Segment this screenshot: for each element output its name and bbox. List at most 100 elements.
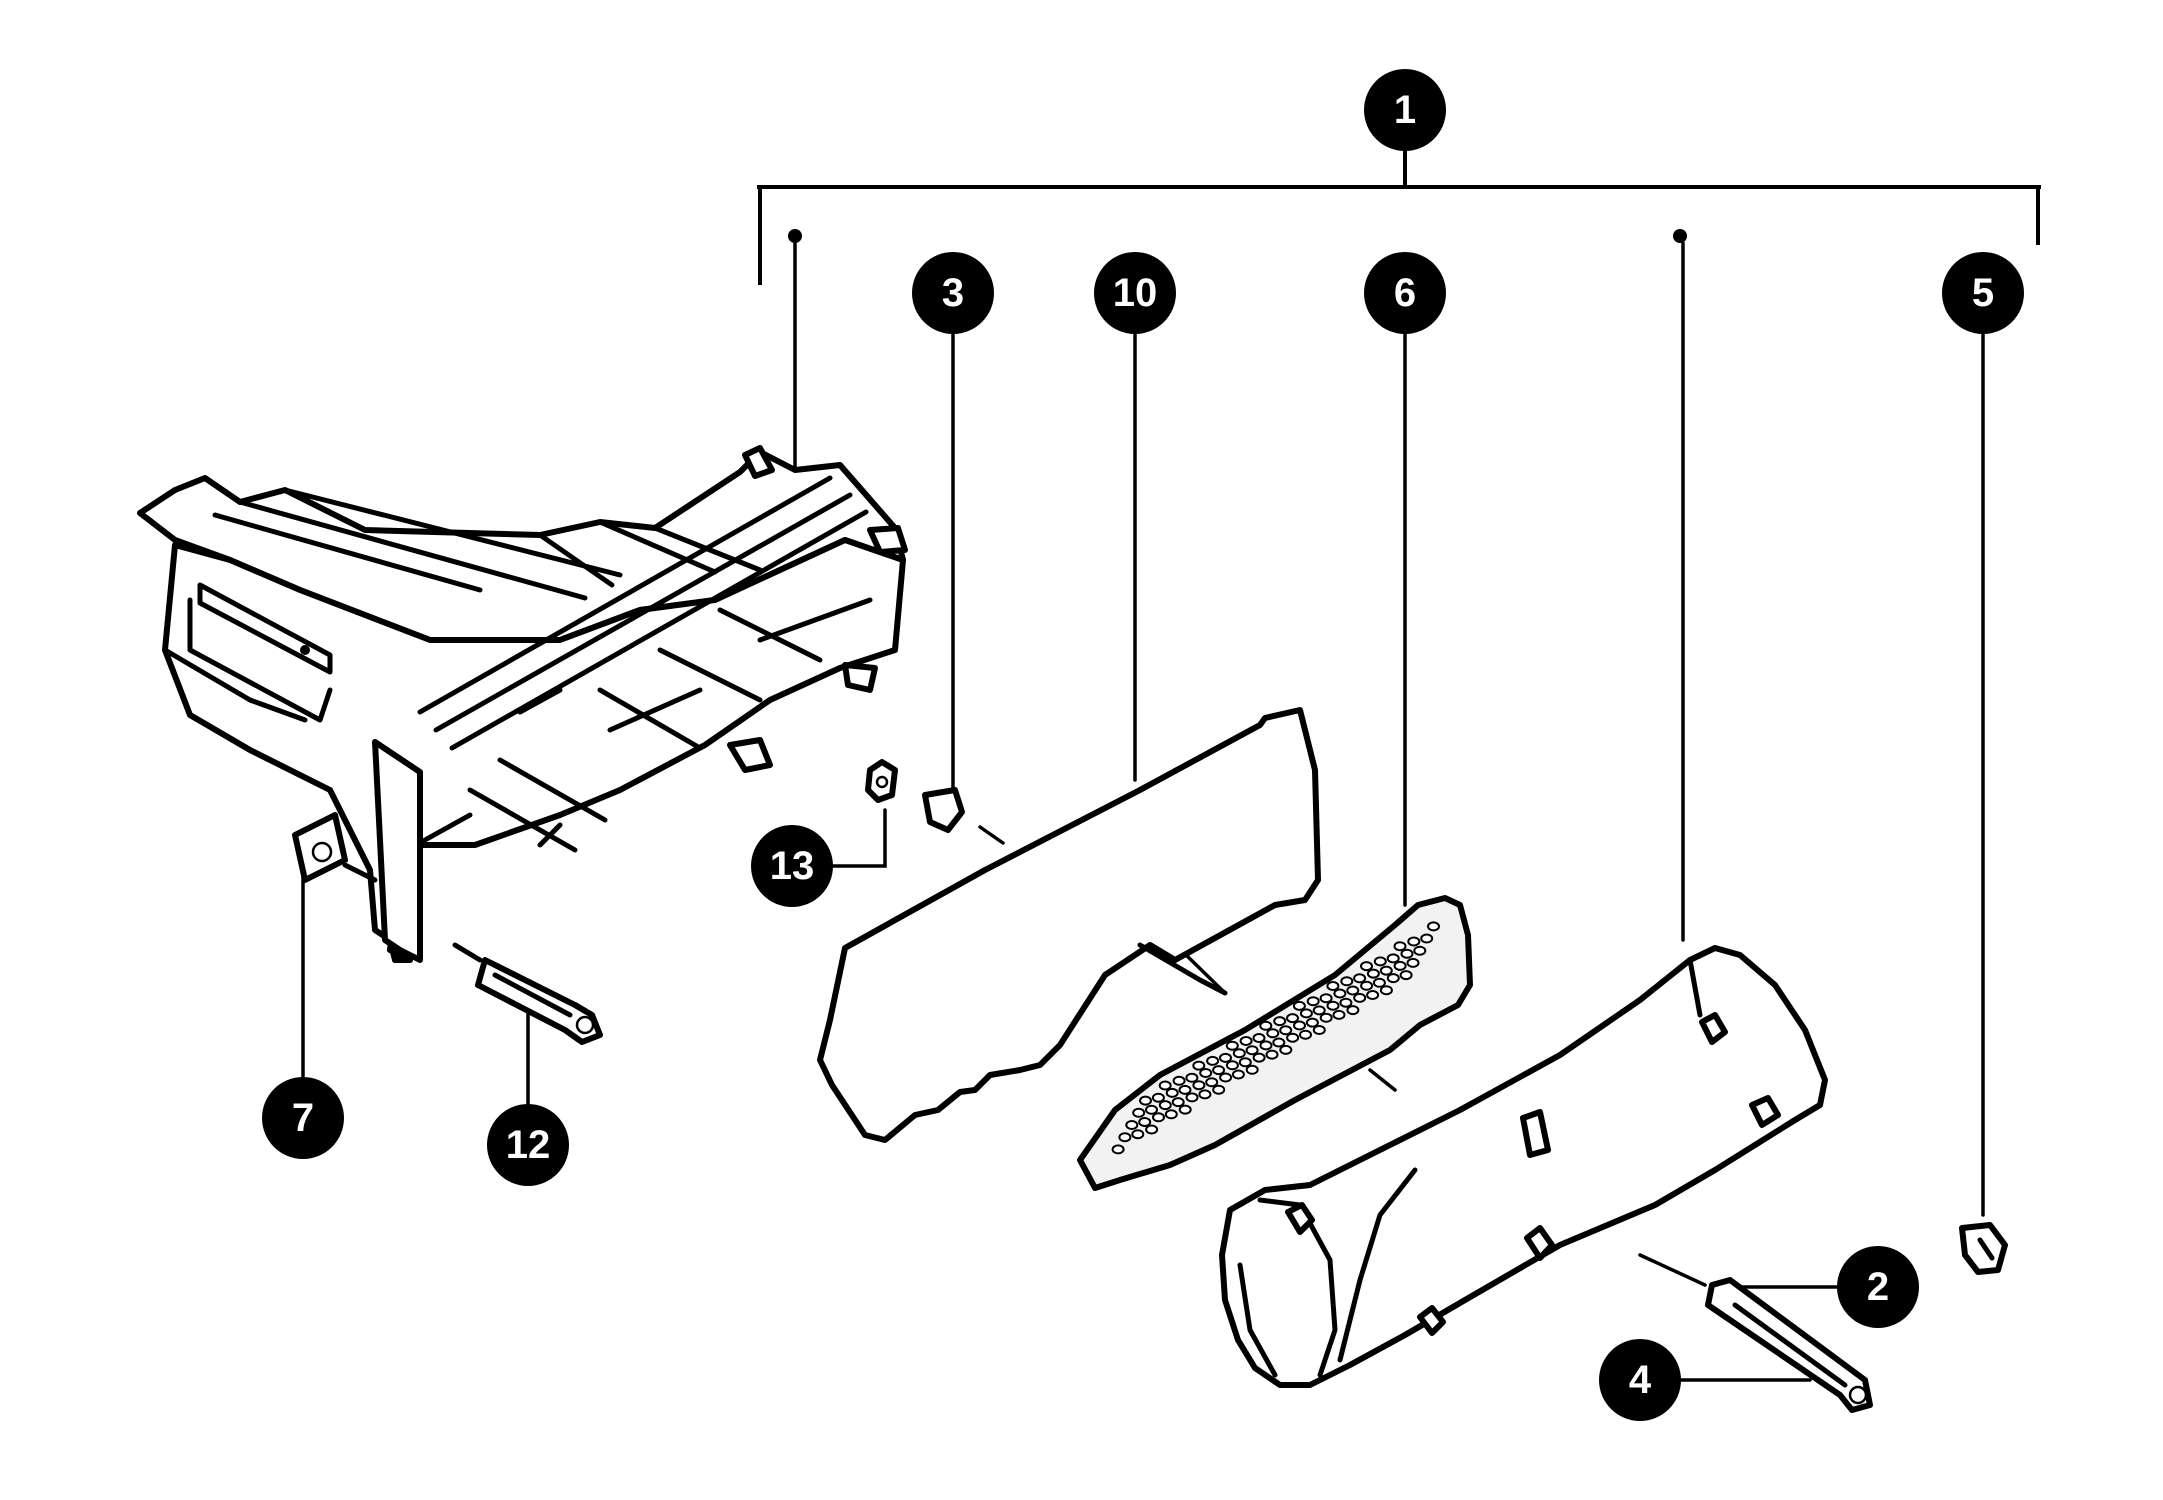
mesh-hole [1353, 992, 1367, 1003]
mesh-hole [1279, 1025, 1293, 1036]
mesh-hole [1158, 1080, 1172, 1091]
mesh-hole [1292, 1000, 1306, 1011]
part-6-mesh-filter [1077, 895, 1473, 1191]
mesh-hole [1413, 945, 1427, 956]
mesh-hole [1145, 1104, 1158, 1115]
callout-1-label: 1 [1394, 88, 1416, 132]
mesh-hole [1178, 1104, 1192, 1115]
mesh-hole [1340, 976, 1354, 987]
mesh-hole [1266, 1028, 1280, 1039]
callout-10-label: 10 [1113, 271, 1158, 315]
mesh-hole [1293, 1020, 1306, 1031]
mesh-hole [1151, 1092, 1165, 1103]
mesh-hole [1286, 1013, 1299, 1024]
mesh-hole [1252, 1052, 1266, 1063]
mesh-hole [1239, 1036, 1253, 1046]
mesh-hole [1225, 1040, 1239, 1051]
mesh-hole [1192, 1080, 1206, 1091]
mesh-hole [1339, 997, 1353, 1008]
mesh-hole [1306, 996, 1320, 1007]
callout-13: 13 [751, 825, 833, 907]
mesh-hole [1393, 941, 1407, 952]
mesh-hole [1205, 1077, 1219, 1088]
mesh-hole [1373, 956, 1387, 967]
callout-10: 10 [1094, 252, 1176, 334]
mesh-hole [1393, 960, 1407, 971]
part-10-gasket [817, 707, 1321, 1143]
mesh-hole [1427, 921, 1440, 932]
mesh-hole [1360, 980, 1374, 991]
callout-6-label: 6 [1394, 271, 1416, 315]
callout-12-label: 12 [506, 1123, 551, 1167]
callout-1: 1 [1364, 69, 1446, 151]
mesh-hole [1386, 953, 1400, 964]
mesh-hole [1172, 1075, 1186, 1086]
mesh-hole [1346, 985, 1360, 996]
mesh-hole [1139, 1095, 1152, 1106]
mesh-hole [1245, 1064, 1259, 1075]
part-13-clip [865, 759, 898, 803]
callout-5-label: 5 [1972, 271, 1994, 315]
mesh-hole [1132, 1107, 1146, 1118]
leader-screw-3 [978, 825, 1005, 845]
part-7-clip-nut [292, 812, 378, 883]
mesh-hole [1158, 1100, 1172, 1111]
mesh-hole [1259, 1040, 1273, 1051]
mesh-hole [1279, 1044, 1293, 1055]
mesh-hole [1406, 957, 1420, 968]
mesh-hole [1259, 1020, 1273, 1031]
mesh-hole [1319, 1012, 1333, 1023]
mesh-hole [1299, 1029, 1312, 1040]
mesh-hole [1312, 1025, 1326, 1035]
mesh-hole [1286, 1032, 1300, 1043]
callout-2: 2 [1837, 1246, 1919, 1328]
callout-7: 7 [262, 1077, 344, 1159]
mesh-hole [1420, 933, 1434, 944]
part-5-nut [1959, 1222, 2008, 1275]
mesh-hole [1386, 973, 1400, 984]
mesh-hole [1185, 1072, 1199, 1083]
part-12-bolt [452, 942, 603, 1045]
mesh-hole [1326, 981, 1340, 991]
mesh-hole [1138, 1117, 1152, 1127]
callout-12: 12 [487, 1104, 569, 1186]
mesh-hole [1245, 1045, 1259, 1056]
mesh-hole [1199, 1068, 1213, 1078]
mesh-hole [1152, 1112, 1165, 1123]
mesh-hole [1379, 985, 1393, 996]
mesh-hole [1346, 1005, 1360, 1016]
mesh-hole [1333, 988, 1347, 999]
callout-7-label: 7 [292, 1096, 314, 1140]
filter-cover [1219, 945, 1828, 1388]
mesh-hole [1399, 970, 1413, 981]
leader-lines [301, 241, 1985, 1382]
callout-3-label: 3 [942, 271, 964, 315]
mesh-hole [1212, 1065, 1226, 1076]
mesh-hole [1299, 1008, 1313, 1019]
mesh-hole [1192, 1060, 1206, 1071]
part-2-4-bolt [1705, 1277, 1873, 1413]
mesh-hole [1407, 936, 1421, 947]
mesh-hole [1366, 968, 1380, 979]
mesh-hole [1171, 1097, 1185, 1108]
mesh-holes [1111, 921, 1440, 1155]
mesh-hole [1225, 1060, 1239, 1071]
callout-2-label: 2 [1867, 1265, 1889, 1309]
callout-6: 6 [1364, 252, 1446, 334]
mesh-hole [1360, 961, 1373, 972]
main-housing [137, 445, 908, 963]
mesh-hole [1131, 1129, 1145, 1140]
mesh-hole [1212, 1084, 1226, 1095]
mesh-hole [1232, 1048, 1246, 1059]
callout-4-label: 4 [1629, 1358, 1652, 1402]
mesh-hole [1125, 1120, 1139, 1130]
mesh-hole [1111, 1144, 1125, 1155]
leader-gasket-link [1181, 950, 1227, 995]
mesh-hole [1185, 1092, 1199, 1103]
part-3-screw [922, 787, 965, 833]
mesh-hole [1164, 1109, 1178, 1120]
mesh-hole [1332, 1009, 1346, 1020]
mesh-hole [1400, 948, 1414, 959]
leader-screw-2 [1638, 1253, 1707, 1287]
